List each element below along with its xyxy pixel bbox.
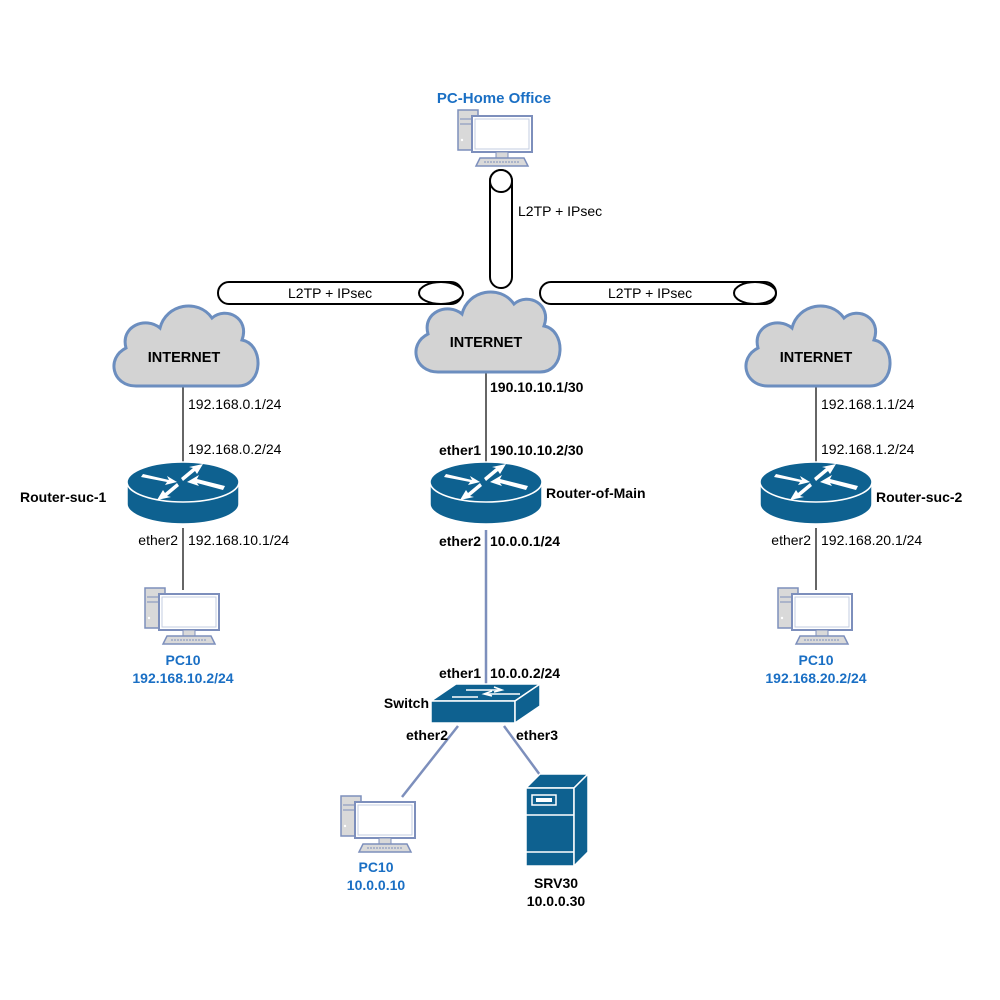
switch-uplink-iface: ether1: [439, 665, 481, 681]
cloud-icon: [112, 304, 260, 388]
desktop-pc-icon[interactable]: [340, 795, 416, 853]
router-icon[interactable]: [759, 461, 873, 525]
desktop-pc-icon[interactable]: [144, 587, 220, 645]
branch2-pc-name: PC10: [798, 652, 833, 668]
branch2-wan-isp-ip: 192.168.1.1/24: [821, 396, 915, 412]
server-ip: 10.0.0.30: [527, 893, 586, 909]
branch2-wan-router-ip: 192.168.1.2/24: [821, 441, 915, 457]
main-wan-router-ip: 190.10.10.2/30: [490, 442, 584, 458]
main-pc-ip: 10.0.0.10: [347, 877, 406, 893]
tunnel-home-label: L2TP + IPsec: [518, 203, 602, 219]
branch1-wan-isp-ip: 192.168.0.1/24: [188, 396, 282, 412]
internet-left-label: INTERNET: [148, 350, 221, 366]
internet-center-label: INTERNET: [450, 335, 523, 351]
router-of-main-label: Router-of-Main: [546, 485, 646, 501]
server-icon[interactable]: [524, 772, 590, 868]
main-wan-iface: ether1: [439, 442, 481, 458]
link-switch-pc: [401, 725, 459, 798]
vpn-tunnel-icon: [217, 281, 464, 305]
home-office-name: PC-Home Office: [437, 90, 551, 107]
router-suc-2-label: Router-suc-2: [876, 489, 963, 505]
branch1-lan-ip: 192.168.10.1/24: [188, 532, 289, 548]
tunnel-left-label: L2TP + IPsec: [288, 285, 372, 301]
desktop-pc-icon[interactable]: [777, 587, 853, 645]
main-lan-iface: ether2: [439, 533, 481, 549]
internet-right-label: INTERNET: [780, 350, 853, 366]
vpn-tunnel-icon: [489, 169, 513, 289]
link-switch-server: [502, 725, 542, 776]
tunnel-right-label: L2TP + IPsec: [608, 285, 692, 301]
main-pc-name: PC10: [358, 859, 393, 875]
vpn-tunnel-icon: [539, 281, 777, 305]
switch-label: Switch: [384, 695, 429, 711]
main-wan-isp-ip: 190.10.10.1/30: [490, 379, 584, 395]
branch2-lan-ip: 192.168.20.1/24: [821, 532, 922, 548]
switch-uplink-ip: 10.0.0.2/24: [490, 665, 560, 681]
branch1-wan-router-ip: 192.168.0.2/24: [188, 441, 282, 457]
cloud-icon: [744, 304, 892, 388]
router-icon[interactable]: [126, 461, 240, 525]
branch1-pc-name: PC10: [165, 652, 200, 668]
branch2-lan-iface: ether2: [771, 532, 811, 548]
desktop-pc-icon[interactable]: [457, 109, 533, 167]
router-suc-1-label: Router-suc-1: [20, 489, 107, 505]
branch2-pc-ip: 192.168.20.2/24: [765, 670, 866, 686]
router-icon[interactable]: [429, 461, 543, 525]
switch-icon[interactable]: [428, 682, 543, 725]
switch-port-server: ether3: [516, 727, 558, 743]
switch-port-pc: ether2: [406, 727, 448, 743]
server-name: SRV30: [534, 875, 578, 891]
branch1-pc-ip: 192.168.10.2/24: [132, 670, 233, 686]
branch1-lan-iface: ether2: [138, 532, 178, 548]
main-lan-ip: 10.0.0.1/24: [490, 533, 560, 549]
